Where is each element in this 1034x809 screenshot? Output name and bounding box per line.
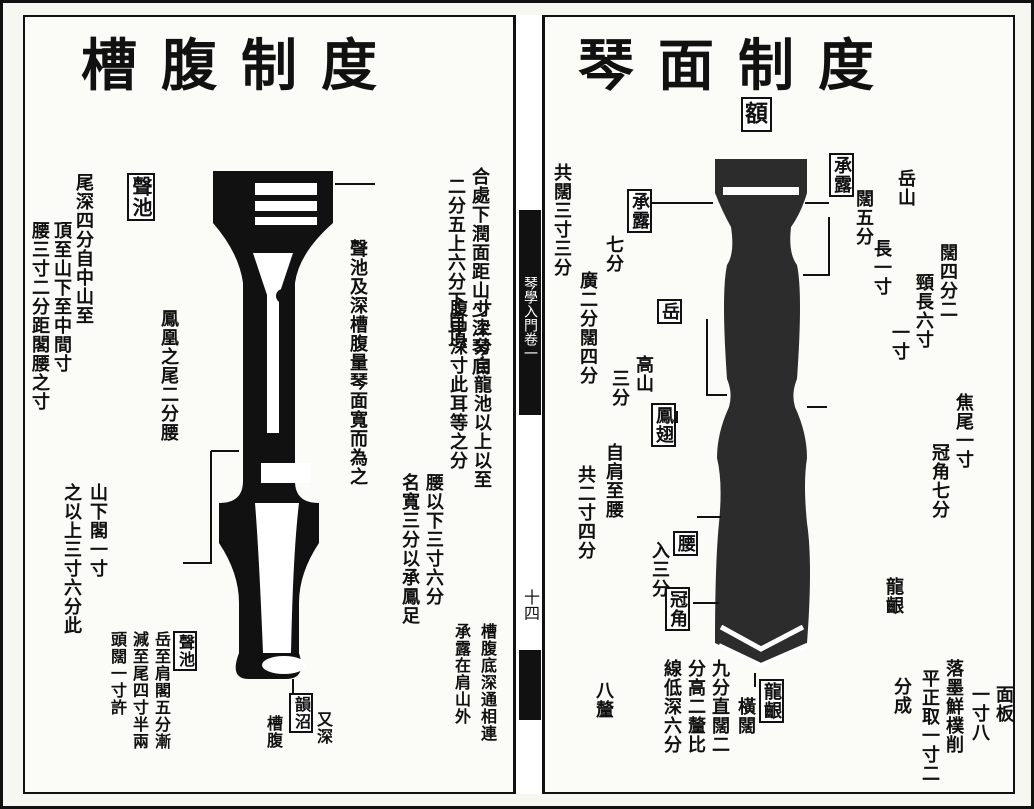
left-bottom-right-a: 槽腹底深通相連: [478, 623, 497, 742]
right-left-f: 自肩至腰: [603, 443, 624, 519]
left-bottom-text-a: 岳至肩閣五分漸: [152, 631, 171, 750]
center-gutter: 琴學入門卷一 十四: [515, 15, 543, 794]
leader-lines: [183, 178, 830, 693]
left-top-label-a: 聲池: [127, 173, 155, 221]
longyin-box-wrap: 龍齦: [759, 679, 784, 723]
right-right-box-a: 承露: [829, 153, 854, 197]
caofu-label: 槽腹: [264, 715, 283, 749]
right-left-b: 七分: [603, 235, 624, 273]
right-title: 琴面制度: [578, 33, 898, 99]
right-bottom-j: 分成: [891, 677, 912, 715]
gutter-book-title: 琴學入門卷一: [522, 276, 538, 360]
right-right-e: 頸長六寸: [913, 273, 934, 349]
right-right-d: 闊四分二: [937, 243, 958, 319]
you-shen-label: 又深: [314, 711, 333, 745]
right-left-e: 三分: [609, 369, 630, 407]
right-bottom-g: 一寸八: [969, 685, 990, 742]
gutter-page-number: 十四: [521, 589, 540, 621]
right-left-g: 共二寸四分: [575, 465, 596, 560]
left-right-top-b: 二分五上六分下自頂: [445, 177, 466, 348]
left-top-text-b: 頂至山下至中間寸: [51, 221, 72, 373]
left-column-d: 腹中深寸此耳等之分: [447, 299, 468, 470]
right-bottom-a: 橫闊: [735, 697, 756, 735]
left-bottom-right-b: 承露在肩山外: [452, 623, 471, 725]
right-right-b: 岳山: [895, 169, 916, 207]
left-title: 槽腹制度: [81, 33, 401, 99]
right-left-box-d: 腰: [673, 531, 698, 556]
qin-bottom-diagram: [213, 171, 333, 679]
right-right-g: 焦尾一寸: [953, 393, 974, 469]
right-bottom-f: 面板: [993, 685, 1014, 723]
right-right-h: 冠角七分: [929, 443, 950, 519]
left-mid-text-b: 之以上三寸六分此: [61, 483, 82, 635]
right-left-box-e: 冠角: [665, 587, 690, 631]
right-bottom-h: 落墨鮮樸削: [943, 659, 964, 754]
left-right-top-a: 合處下潤面距山少深琴底: [469, 167, 490, 376]
right-left-box-b: 岳: [657, 299, 682, 324]
right-left-h: 入三分: [649, 541, 670, 598]
right-left-a: 共闊三寸三分: [551, 163, 572, 277]
instrument-diagrams: [183, 159, 830, 693]
right-bottom-b: 九分直闊二: [709, 659, 730, 754]
right-left-d: 高山: [633, 355, 654, 393]
right-bottom-c: 分高二釐比: [685, 659, 706, 754]
left-top-text-c: 腰三寸二分距閣腰之寸: [29, 221, 50, 411]
right-right-f: 一寸: [889, 323, 910, 361]
right-right-c: 長一寸: [871, 239, 892, 296]
right-right-a: 闊五分: [853, 189, 874, 246]
gutter-dark-band: [519, 210, 541, 415]
left-mid-text-a: 山下閣一寸: [87, 483, 108, 578]
right-bottom-e: 八釐: [593, 681, 614, 719]
forehead-label-box: 額: [741, 97, 772, 132]
right-bottom-d: 線低深六分: [661, 659, 682, 754]
left-column-e: 腰以下三寸六分: [423, 473, 444, 606]
left-top-text-d: 鳳凰之尾二分腰: [158, 309, 179, 442]
left-bottom-text-c: 頭闊一寸許: [108, 631, 127, 716]
left-column-f: 名寬三分以承鳳足: [399, 473, 420, 625]
right-left-c: 廣二分闊四分: [577, 271, 598, 385]
left-bottom-box-wrap: 聲池: [173, 631, 197, 671]
right-left-box-c: 鳳翅: [651, 403, 676, 447]
left-main-column: 聲池及深槽腹量琴面寬而為之: [347, 239, 368, 486]
left-column-c: 寸上分自龍池以上以至: [471, 299, 492, 489]
yunzhao-box-wrap: 韻沼: [289, 693, 313, 733]
right-bottom-i: 平正取一寸二: [919, 669, 940, 783]
right-left-box-a: 承露: [627, 189, 652, 233]
left-bottom-text-b: 減至尾四寸半兩: [130, 631, 149, 750]
left-top-text-a: 尾深四分自中山至: [73, 173, 94, 325]
qin-face-diagram: [715, 159, 810, 668]
right-right-i: 龍齦: [883, 577, 904, 615]
gutter-lower-band: [519, 650, 541, 720]
